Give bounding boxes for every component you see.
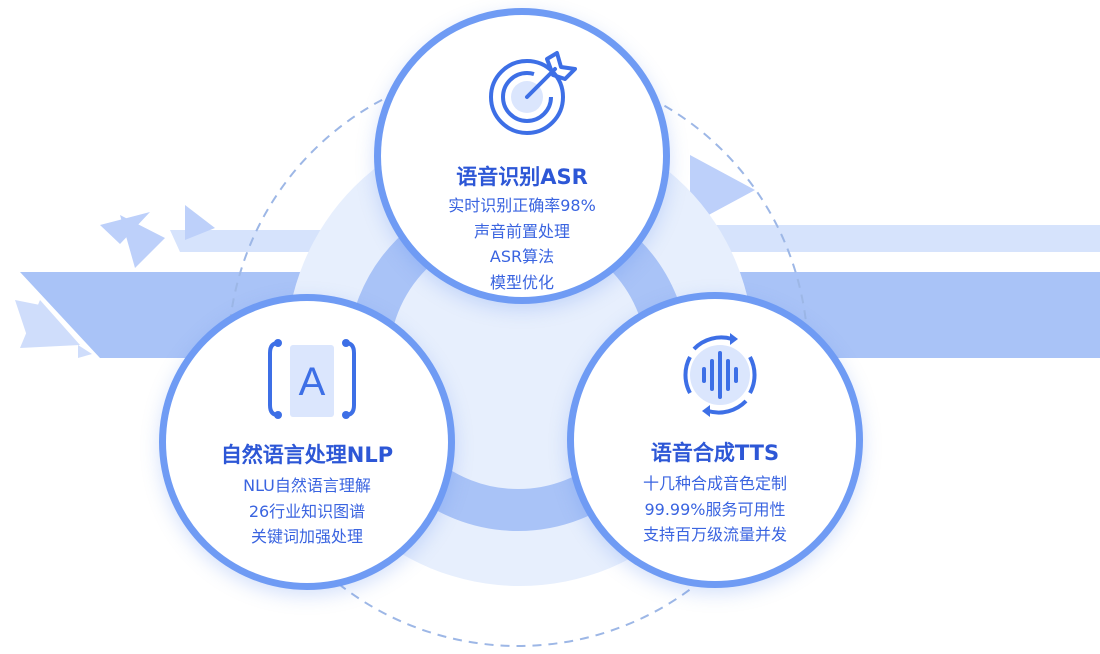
list-item: 99.99%服务可用性 bbox=[644, 499, 786, 519]
asr-title: 语音识别ASR bbox=[456, 165, 588, 189]
triangle-deco bbox=[20, 300, 80, 348]
list-item: 实时识别正确率98% bbox=[448, 196, 596, 215]
sound-wave-cycle-icon bbox=[683, 333, 757, 417]
list-item: 支持百万级流量并发 bbox=[642, 525, 787, 544]
asr-module: 语音识别ASR 实时识别正确率98% 声音前置处理 ASR算法 模型优化 bbox=[374, 8, 670, 304]
list-item: ASR算法 bbox=[489, 247, 555, 266]
letter-a-bracket-icon: A bbox=[268, 339, 356, 419]
tts-module: 语音合成TTS 十几种合成音色定制 99.99%服务可用性 支持百万级流量并发 bbox=[567, 292, 863, 588]
triangle-deco bbox=[15, 300, 40, 345]
target-icon bbox=[489, 51, 577, 135]
asr-feature-list: 实时识别正确率98% 声音前置处理 ASR算法 模型优化 bbox=[381, 193, 663, 295]
triangle-deco bbox=[78, 345, 92, 358]
triangle-deco bbox=[690, 155, 755, 225]
nlp-module: A 自然语言处理NLP NLU自然语言理解 26行业知识图谱 关键词加强处理 bbox=[159, 294, 455, 590]
list-item: 26行业知识图谱 bbox=[248, 501, 366, 521]
list-item: 声音前置处理 bbox=[473, 221, 570, 241]
right-thin-stripe bbox=[690, 225, 1100, 252]
list-item: 关键词加强处理 bbox=[250, 527, 363, 546]
triangle-deco bbox=[120, 215, 165, 268]
triangle-deco bbox=[185, 205, 215, 240]
nlp-feature-list: NLU自然语言理解 26行业知识图谱 关键词加强处理 bbox=[166, 473, 448, 550]
list-item: 模型优化 bbox=[489, 272, 554, 292]
list-item: NLU自然语言理解 bbox=[243, 476, 371, 495]
tts-title: 语音合成TTS bbox=[650, 441, 780, 465]
nlp-title: 自然语言处理NLP bbox=[220, 443, 394, 467]
icon-letter: A bbox=[299, 360, 326, 404]
tts-feature-list: 十几种合成音色定制 99.99%服务可用性 支持百万级流量并发 bbox=[574, 471, 856, 548]
list-item: 十几种合成音色定制 bbox=[642, 474, 787, 493]
